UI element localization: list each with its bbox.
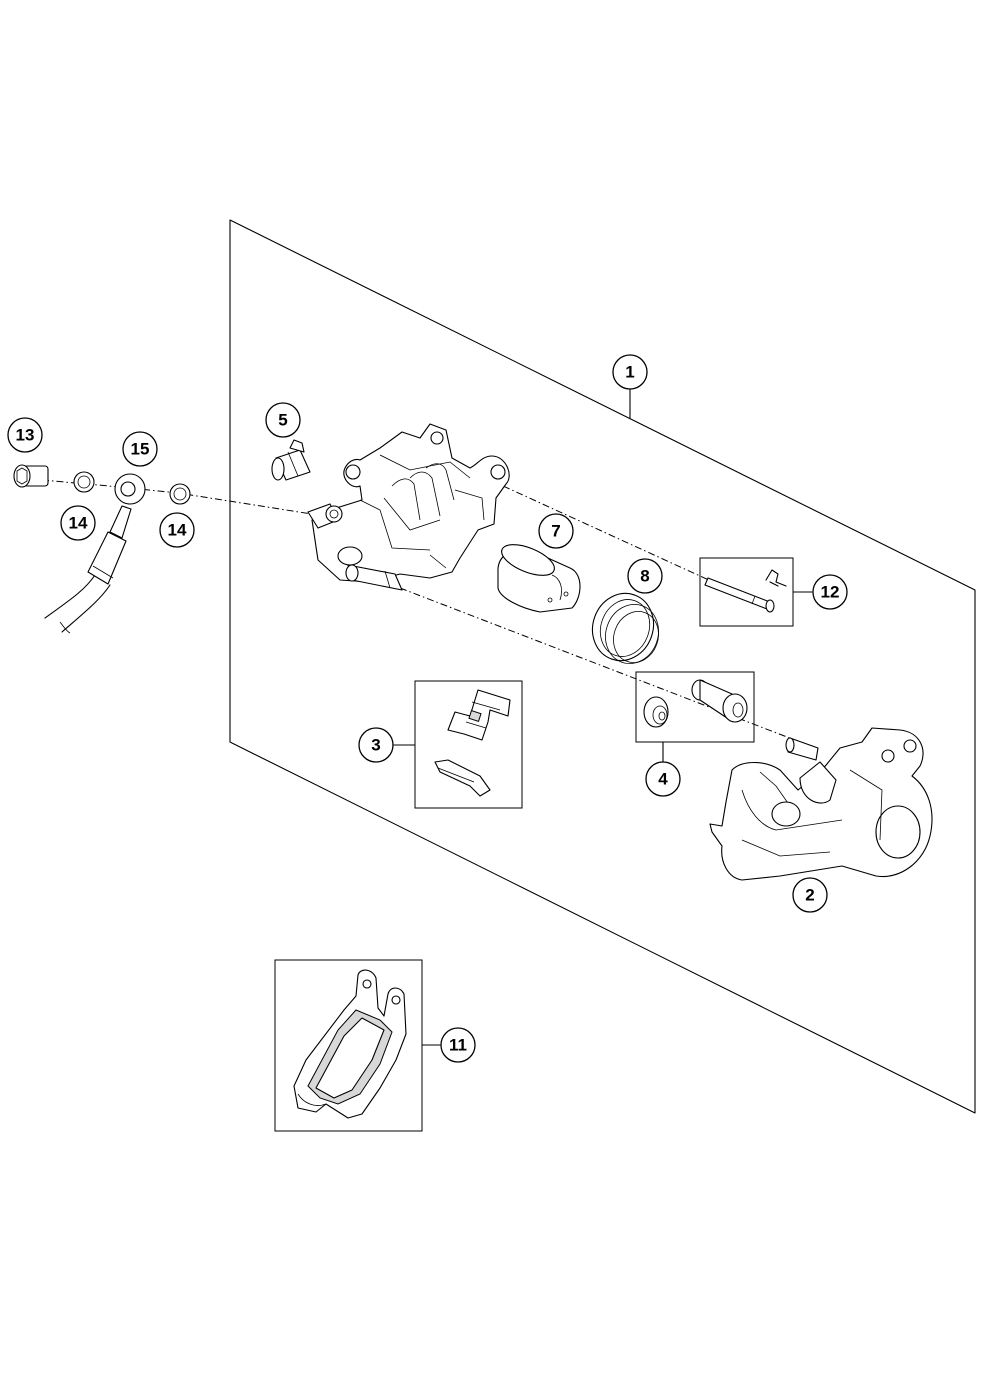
retainer-clip [765,569,787,587]
brake-hose [44,473,146,634]
axis-line-bolt [399,587,801,743]
callout-15: 15 [122,431,158,467]
caliper-piston [497,544,581,613]
sealing-washer-left [73,471,95,493]
callout-5: 5 [265,402,301,438]
callout-label-2: 2 [805,886,814,905]
pad-spring [447,689,511,741]
callout-label-15: 15 [131,440,150,459]
pin-kit-box [699,557,794,627]
slide-bolt-kit-box [635,671,755,743]
callout-label-8: 8 [640,567,649,586]
callout-label-3: 3 [371,736,380,755]
callout-label-12: 12 [821,583,840,602]
caliper-housing [307,423,510,591]
piston-seal-rings [591,592,659,664]
slide-bushing [691,679,748,723]
callout-8: 8 [627,558,663,594]
callout-12: 12 [812,574,848,610]
assembly-boundary [229,219,976,1114]
bleeder-valve [271,439,311,481]
callout-label-14-right: 14 [168,521,187,540]
callout-label-7: 7 [551,522,560,541]
callout-3: 3 [358,727,394,763]
banjo-bolt [13,464,49,488]
callout-label-14-left: 14 [69,514,88,533]
callout-label-5: 5 [278,411,287,430]
brake-pads [293,969,407,1119]
callout-11: 11 [440,1027,476,1063]
callout-13: 13 [7,417,43,453]
callout-1: 1 [612,354,648,390]
callout-14-left: 14 [60,505,96,541]
pad-retainer-pin [704,577,775,613]
sealing-washer-right [169,483,191,505]
slide-boot [643,696,669,728]
callout-label-4: 4 [658,770,668,789]
pad-guide-clip [434,759,491,797]
callout-label-11: 11 [449,1036,467,1055]
callout-label-13: 13 [16,426,35,445]
callout-14-right: 14 [159,512,195,548]
callout-4: 4 [645,761,681,797]
callout-label-1: 1 [625,363,634,382]
callout-2: 2 [792,877,828,913]
caliper-bracket [709,727,933,881]
callout-7: 7 [538,513,574,549]
